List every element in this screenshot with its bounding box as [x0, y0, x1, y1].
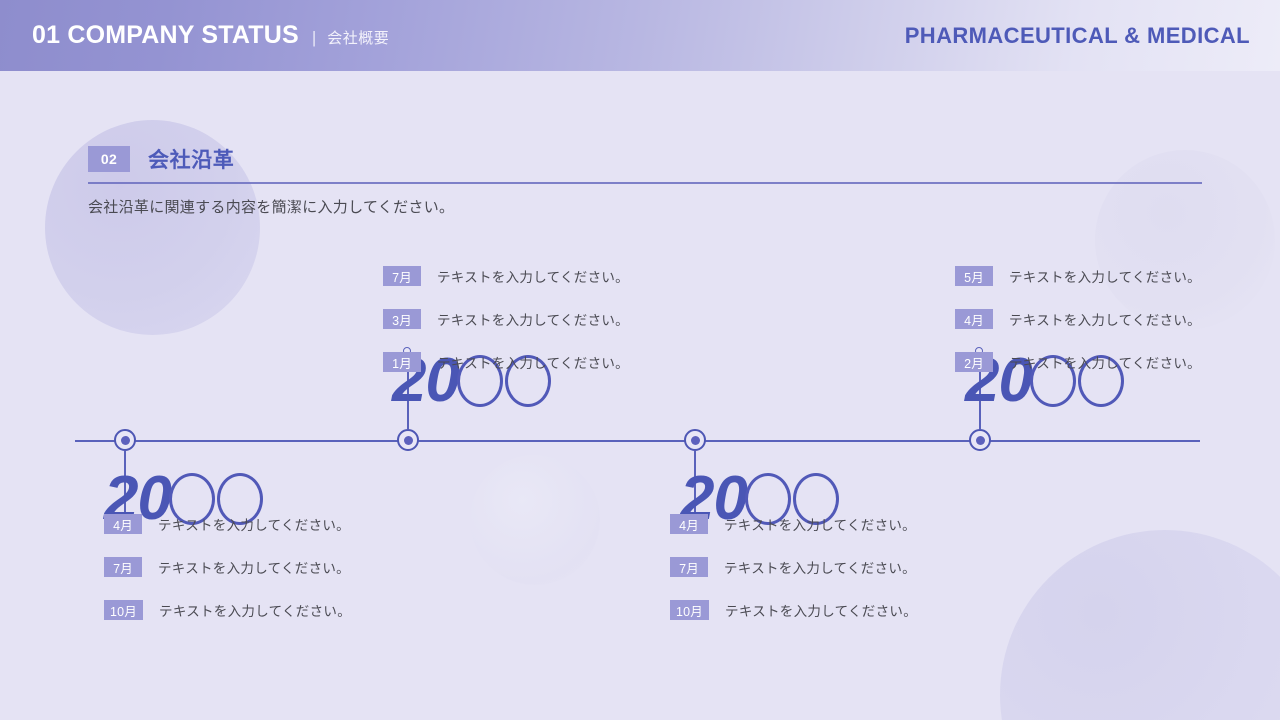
- timeline-entry[interactable]: 7月 テキストを入力してください。: [670, 554, 917, 580]
- timeline-entry[interactable]: 4月 テキストを入力してください。: [104, 511, 351, 537]
- timeline-year-zero-ring: [216, 473, 263, 526]
- page-header: 01 COMPANY STATUS | 会社概要 PHARMACEUTICAL …: [0, 0, 1280, 71]
- section-title-row: 02 会社沿革: [88, 144, 1202, 174]
- month-badge: 2月: [955, 352, 993, 372]
- timeline-entry-list: 4月テキストを入力してください。7月テキストを入力してください。10月テキストを…: [104, 511, 351, 623]
- month-badge: 10月: [670, 600, 710, 620]
- entry-text: テキストを入力してください。: [437, 313, 629, 328]
- timeline-entry[interactable]: 1月 テキストを入力してください。: [383, 349, 629, 375]
- entry-text: テキストを入力してください。: [724, 518, 916, 533]
- timeline-node-dot: [975, 435, 985, 445]
- month-badge: 5月: [955, 266, 993, 286]
- entry-text: テキストを入力してください。: [158, 561, 350, 576]
- month-badge: 4月: [670, 514, 708, 534]
- timeline-entry[interactable]: 3月 テキストを入力してください。: [383, 306, 629, 332]
- month-badge: 1月: [383, 352, 421, 372]
- timeline-node-dot: [403, 435, 413, 445]
- month-badge: 4月: [955, 309, 993, 329]
- timeline-node-dot: [690, 435, 700, 445]
- month-badge: 7月: [104, 557, 142, 577]
- month-badge: 10月: [104, 600, 144, 620]
- header-left-group: 01 COMPANY STATUS | 会社概要: [32, 21, 389, 50]
- entry-text: テキストを入力してください。: [1009, 313, 1201, 328]
- month-badge: 3月: [383, 309, 421, 329]
- timeline-year-zero-ring: [168, 473, 215, 526]
- timeline-entry[interactable]: 7月 テキストを入力してください。: [104, 554, 351, 580]
- timeline-year-zero-ring: [792, 473, 839, 526]
- month-badge: 7月: [383, 266, 421, 286]
- timeline-entry[interactable]: 4月 テキストを入力してください。: [955, 306, 1201, 332]
- entry-text: テキストを入力してください。: [159, 604, 352, 619]
- section-header: 02 会社沿革 会社沿革に関連する内容を簡潔に入力してください。: [88, 144, 1202, 217]
- timeline-year-zero-ring: [456, 355, 503, 408]
- timeline-entry[interactable]: 7月 テキストを入力してください。: [383, 263, 629, 289]
- section-divider: [88, 182, 1202, 184]
- entry-text: テキストを入力してください。: [724, 561, 916, 576]
- entry-text: テキストを入力してください。: [437, 356, 629, 371]
- timeline-entry-list: 7月テキストを入力してください。3月テキストを入力してください。1月テキストを入…: [383, 263, 629, 375]
- section-description: 会社沿革に関連する内容を簡潔に入力してください。: [88, 198, 455, 216]
- timeline-entry[interactable]: 4月 テキストを入力してください。: [670, 511, 917, 537]
- header-separator: |: [311, 28, 317, 47]
- timeline-year-zero-ring: [504, 355, 551, 408]
- entry-text: テキストを入力してください。: [158, 518, 350, 533]
- timeline-entry[interactable]: 5月 テキストを入力してください。: [955, 263, 1201, 289]
- section-number-badge: 02: [88, 146, 130, 172]
- month-badge: 4月: [104, 514, 142, 534]
- timeline-axis: [75, 440, 1200, 442]
- timeline-entry-list: 5月テキストを入力してください。4月テキストを入力してください。2月テキストを入…: [955, 263, 1201, 375]
- page-title: 01 COMPANY STATUS: [32, 21, 299, 49]
- brand-label: PHARMACEUTICAL & MEDICAL: [904, 22, 1250, 48]
- timeline-node-dot: [120, 435, 130, 445]
- month-badge: 7月: [670, 557, 708, 577]
- entry-text: テキストを入力してください。: [1009, 356, 1201, 371]
- timeline-year-zero-ring: [744, 473, 791, 526]
- timeline-entry[interactable]: 2月 テキストを入力してください。: [955, 349, 1201, 375]
- entry-text: テキストを入力してください。: [725, 604, 918, 619]
- timeline-entry[interactable]: 10月テキストを入力してください。: [670, 597, 917, 623]
- timeline-year-zero-ring: [1077, 355, 1124, 408]
- entry-text: テキストを入力してください。: [437, 270, 629, 285]
- section-title: 会社沿革: [148, 149, 235, 172]
- entry-text: テキストを入力してください。: [1009, 270, 1201, 285]
- page-subtitle: 会社概要: [327, 30, 390, 47]
- timeline-entry-list: 4月テキストを入力してください。7月テキストを入力してください。10月テキストを…: [670, 511, 917, 623]
- timeline-entry[interactable]: 10月テキストを入力してください。: [104, 597, 351, 623]
- timeline-year-zero-ring: [1029, 355, 1076, 408]
